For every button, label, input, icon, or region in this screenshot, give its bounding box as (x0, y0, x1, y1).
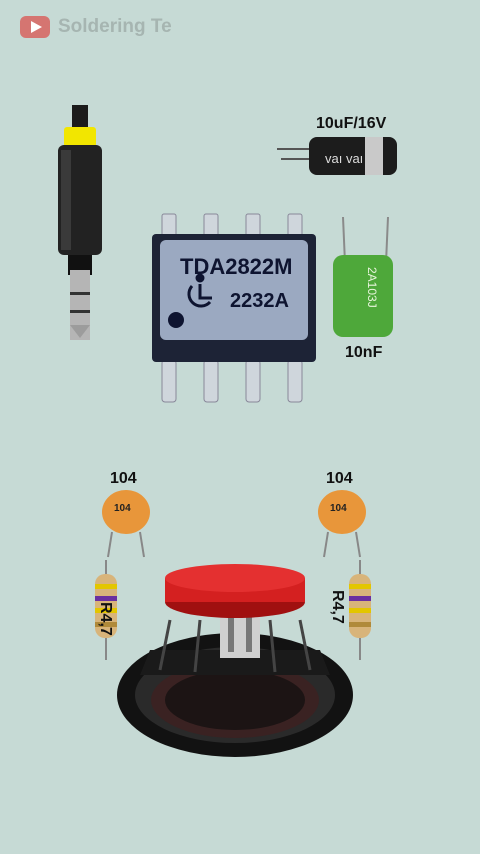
electrolytic-capacitor: vaı vaı (277, 137, 397, 175)
film-capacitor-body-text: 2A103J (365, 267, 379, 308)
tda2822-ic-chip: TDA2822M 2232A (152, 213, 316, 403)
resistor-right (349, 560, 371, 660)
resistor-left (95, 560, 117, 660)
ceramic-capacitor-right-label: 104 (326, 470, 353, 487)
ceramic-capacitor-left: 104 (102, 490, 150, 558)
youtube-play-icon (20, 16, 50, 38)
film-capacitor-label: 10nF (345, 344, 383, 361)
channel-watermark: Soldering Te (20, 16, 203, 38)
manufacturer-logo-icon (187, 273, 212, 308)
ceramic-left-body-text: 104 (114, 503, 131, 514)
ceramic-capacitor-right: 104 (318, 490, 366, 558)
electrolytic-capacitor-label: 10uF/16V (316, 115, 387, 132)
channel-name: Soldering Te (58, 16, 172, 37)
ceramic-capacitor-left-label: 104 (110, 470, 137, 487)
audio-jack-plug (58, 105, 102, 340)
ceramic-right-body-text: 104 (330, 503, 347, 514)
film-capacitor: 2A103J (333, 216, 393, 337)
speaker (117, 564, 353, 757)
ic-date-code: 2232A (230, 290, 289, 312)
electrolytic-body-text: vaı vaı (325, 151, 363, 166)
